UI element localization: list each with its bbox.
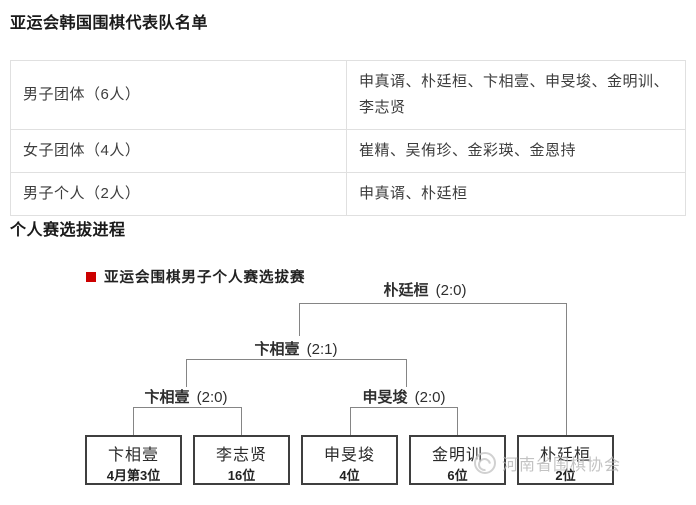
roster-category: 男子团体（6人）: [10, 60, 347, 130]
quarterfinal-1-winner-score: (2:0): [196, 389, 228, 406]
final-winner-score: (2:0): [435, 282, 467, 299]
semifinal-winner-score: (2:1): [306, 341, 338, 358]
semifinal-connector-line: [186, 359, 406, 360]
player-name: 朴廷桓: [539, 447, 591, 464]
player-seed: 16位: [227, 468, 256, 483]
quarterfinal-2-winner-score: (2:0): [414, 389, 446, 406]
bracket-title: 亚运会围棋男子个人赛选拔赛: [104, 270, 306, 286]
final-connector-line: [299, 303, 567, 304]
roster-members: 申真谞、朴廷桓、卞相壹、申旻埈、金明训、李志贤: [346, 60, 686, 130]
player-seed: 2位: [555, 468, 576, 483]
semifinal-winner-label: 卞相壹 (2:1): [196, 338, 396, 359]
quarterfinal-1-winner-label: 卞相壹 (2:0): [86, 386, 286, 407]
player-name: 金明训: [431, 447, 483, 464]
final-right-connector-line: [566, 303, 567, 435]
player-box: 朴廷桓 2位: [517, 435, 614, 485]
table-row: 男子团体（6人） 申真谞、朴廷桓、卞相壹、申旻埈、金明训、李志贤: [10, 60, 686, 130]
final-left-connector-line: [299, 303, 300, 336]
quarterfinal-2-winner-name: 申旻埈: [362, 389, 408, 406]
red-square-bullet-icon: [86, 271, 96, 282]
player-box: 申旻埈 4位: [301, 435, 398, 485]
quarterfinal-1-left-connector-line: [133, 407, 134, 435]
player-name: 申旻埈: [323, 447, 375, 464]
player-seed: 4位: [339, 468, 360, 483]
section-title: 个人赛选拔进程: [10, 222, 126, 239]
quarterfinal-2-winner-label: 申旻埈 (2:0): [304, 386, 504, 407]
quarterfinal-2-right-connector-line: [457, 407, 458, 435]
roster-members: 崔精、吴侑珍、金彩瑛、金恩持: [346, 129, 686, 173]
final-winner-name: 朴廷桓: [383, 282, 429, 299]
roster-table: 男子团体（6人） 申真谞、朴廷桓、卞相壹、申旻埈、金明训、李志贤 女子团体（4人…: [10, 60, 686, 216]
table-row: 女子团体（4人） 崔精、吴侑珍、金彩瑛、金恩持: [10, 129, 686, 173]
table-row: 男子个人（2人） 申真谞、朴廷桓: [10, 172, 686, 216]
roster-members: 申真谞、朴廷桓: [346, 172, 686, 216]
page-title: 亚运会韩国围棋代表队名单: [10, 15, 209, 32]
player-seed: 6位: [447, 468, 468, 483]
semifinal-left-connector-line: [186, 359, 187, 387]
semifinal-winner-name: 卞相壹: [254, 341, 300, 358]
quarterfinal-1-winner-name: 卞相壹: [144, 389, 190, 406]
player-box: 卞相壹 4月第3位: [85, 435, 182, 485]
roster-category: 男子个人（2人）: [10, 172, 347, 216]
quarterfinal-1-connector-line: [133, 407, 241, 408]
bracket-title-row: 亚运会围棋男子个人赛选拔赛: [86, 266, 306, 287]
player-name: 李志贤: [215, 447, 267, 464]
player-box: 金明训 6位: [409, 435, 506, 485]
selection-bracket-diagram: 亚运会围棋男子个人赛选拔赛 朴廷桓 (2:0) 卞相壹 (2:1) 卞相壹 (2…: [0, 258, 696, 505]
roster-category: 女子团体（4人）: [10, 129, 347, 173]
semifinal-right-connector-line: [406, 359, 407, 387]
quarterfinal-2-left-connector-line: [350, 407, 351, 435]
player-box: 李志贤 16位: [193, 435, 290, 485]
quarterfinal-2-connector-line: [350, 407, 457, 408]
final-winner-label: 朴廷桓 (2:0): [325, 279, 525, 300]
quarterfinal-1-right-connector-line: [241, 407, 242, 435]
player-name: 卞相壹: [107, 447, 159, 464]
player-seed: 4月第3位: [106, 468, 161, 483]
